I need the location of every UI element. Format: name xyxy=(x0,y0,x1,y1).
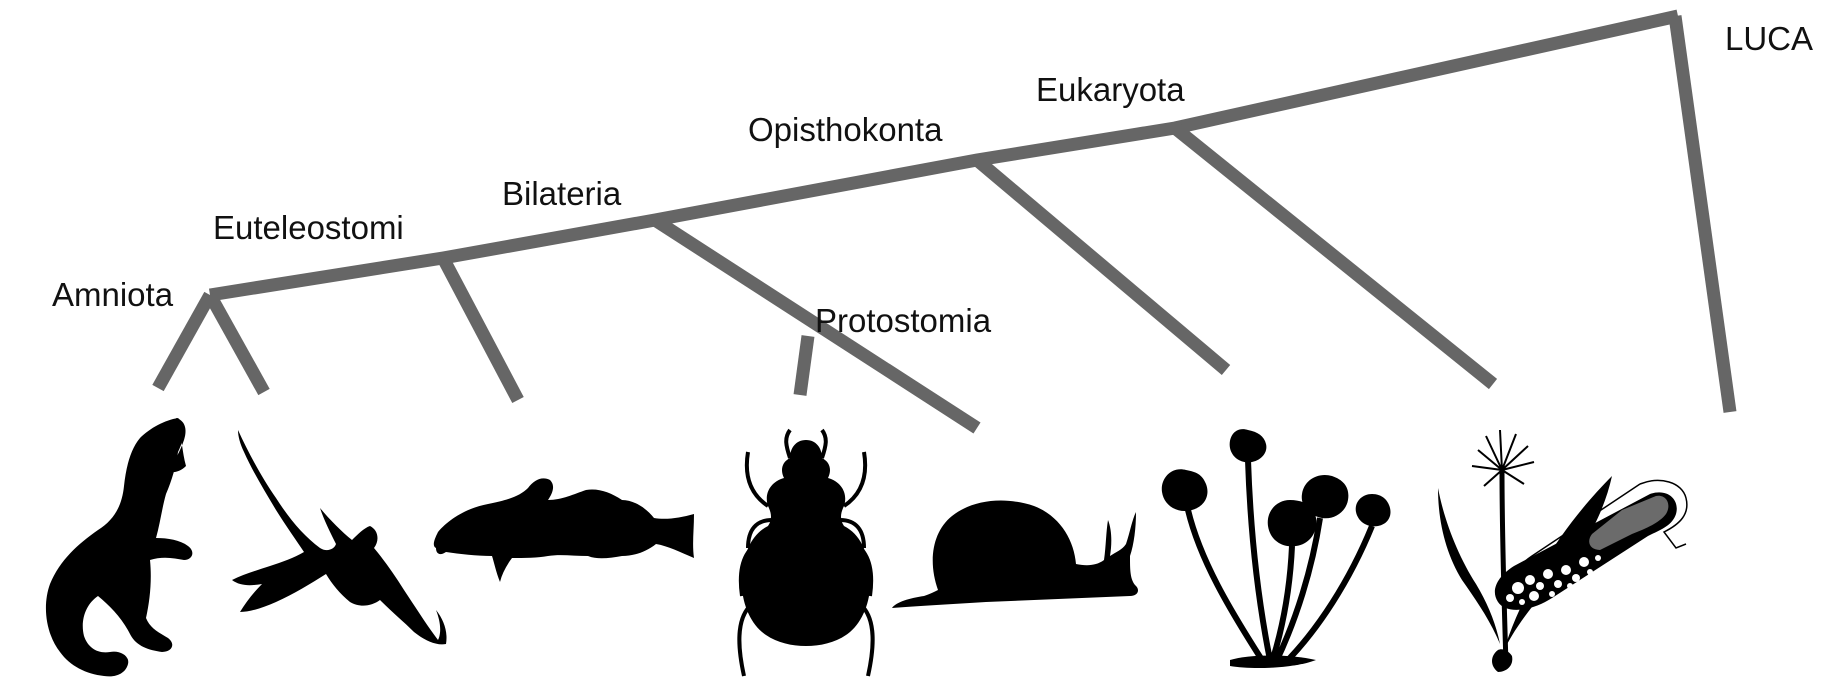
clade-labels: LUCA Eukaryota Opisthokonta Bilateria Eu… xyxy=(52,20,1813,339)
beetle-silhouette xyxy=(739,430,872,676)
mushroom-silhouette xyxy=(1162,429,1391,668)
opisthokonta-to-fungus-branch xyxy=(977,160,1226,370)
fish-silhouette xyxy=(434,478,694,582)
label-eukaryota: Eukaryota xyxy=(1036,71,1185,108)
eukaryota-to-plant-branch xyxy=(1175,128,1493,384)
snail-silhouette xyxy=(892,501,1138,608)
label-bilateria: Bilateria xyxy=(502,175,622,212)
protostomia-to-beetle-branch xyxy=(800,336,808,395)
ferret-silhouette xyxy=(46,418,192,676)
label-euteleostomi: Euteleostomi xyxy=(213,209,404,246)
eagle-silhouette xyxy=(232,430,447,644)
label-luca: LUCA xyxy=(1725,20,1813,57)
amniota-to-eagle-branch xyxy=(210,295,264,392)
label-amniota: Amniota xyxy=(52,276,174,313)
label-opisthokonta: Opisthokonta xyxy=(748,111,943,148)
label-protostomia: Protostomia xyxy=(815,302,992,339)
euteleostomi-to-fish-branch xyxy=(443,258,518,400)
luca-to-bacteria-branch xyxy=(1675,16,1730,412)
organism-silhouettes xyxy=(46,418,1687,676)
main-branch xyxy=(210,16,1678,295)
